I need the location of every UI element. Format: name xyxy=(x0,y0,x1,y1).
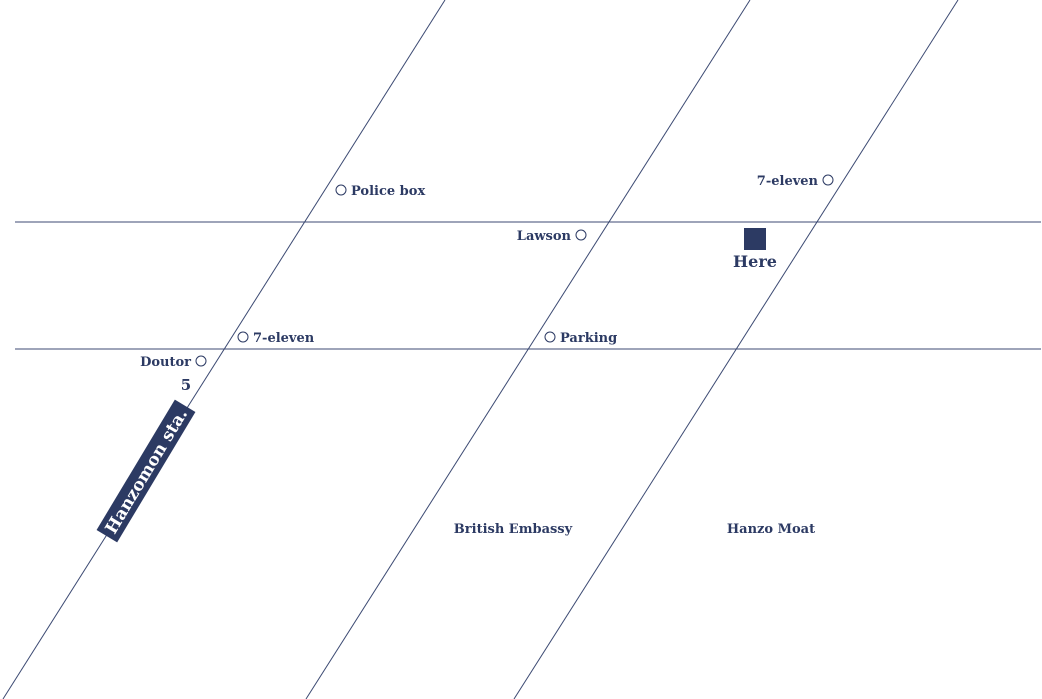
poi-police-box[interactable]: Police box xyxy=(335,184,425,199)
station-box xyxy=(96,399,196,543)
circle-outline-icon xyxy=(335,184,347,196)
circle-outline-icon xyxy=(237,331,249,343)
square-marker-icon xyxy=(744,228,766,250)
poi-seven-eleven-top[interactable]: 7-eleven xyxy=(757,174,834,189)
area-british-embassy-label: British Embassy xyxy=(454,522,573,537)
station-marker[interactable]: Hanzomon sta. xyxy=(96,399,196,543)
road-diagonal-west xyxy=(2,0,446,699)
poi-seven-eleven-top-label: 7-eleven xyxy=(757,174,819,189)
poi-lawson[interactable]: Lawson xyxy=(517,229,587,244)
circle-outline-icon xyxy=(575,229,587,241)
poi-seven-eleven-mid[interactable]: 7-eleven xyxy=(237,331,315,346)
poi-parking-label: Parking xyxy=(560,331,617,346)
poi-doutor-label: Doutor xyxy=(140,355,191,370)
here-label: Here xyxy=(733,252,777,271)
poi-doutor[interactable]: Doutor xyxy=(140,355,207,370)
here-marker: Here xyxy=(733,228,777,271)
station-exit-number: 5 xyxy=(181,376,191,394)
circle-outline-icon xyxy=(195,355,207,367)
circle-outline-icon xyxy=(822,174,834,186)
poi-parking[interactable]: Parking xyxy=(544,331,617,346)
area-hanzo-moat-label: Hanzo Moat xyxy=(727,522,815,537)
station-name-label: Hanzomon sta. xyxy=(102,405,192,537)
road-diagonal-center xyxy=(305,0,751,699)
poi-lawson-label: Lawson xyxy=(517,229,572,244)
poi-seven-eleven-mid-label: 7-eleven xyxy=(253,331,315,346)
circle-outline-icon xyxy=(544,331,556,343)
poi-police-box-label: Police box xyxy=(351,184,425,199)
road-diagonal-east xyxy=(513,0,959,699)
